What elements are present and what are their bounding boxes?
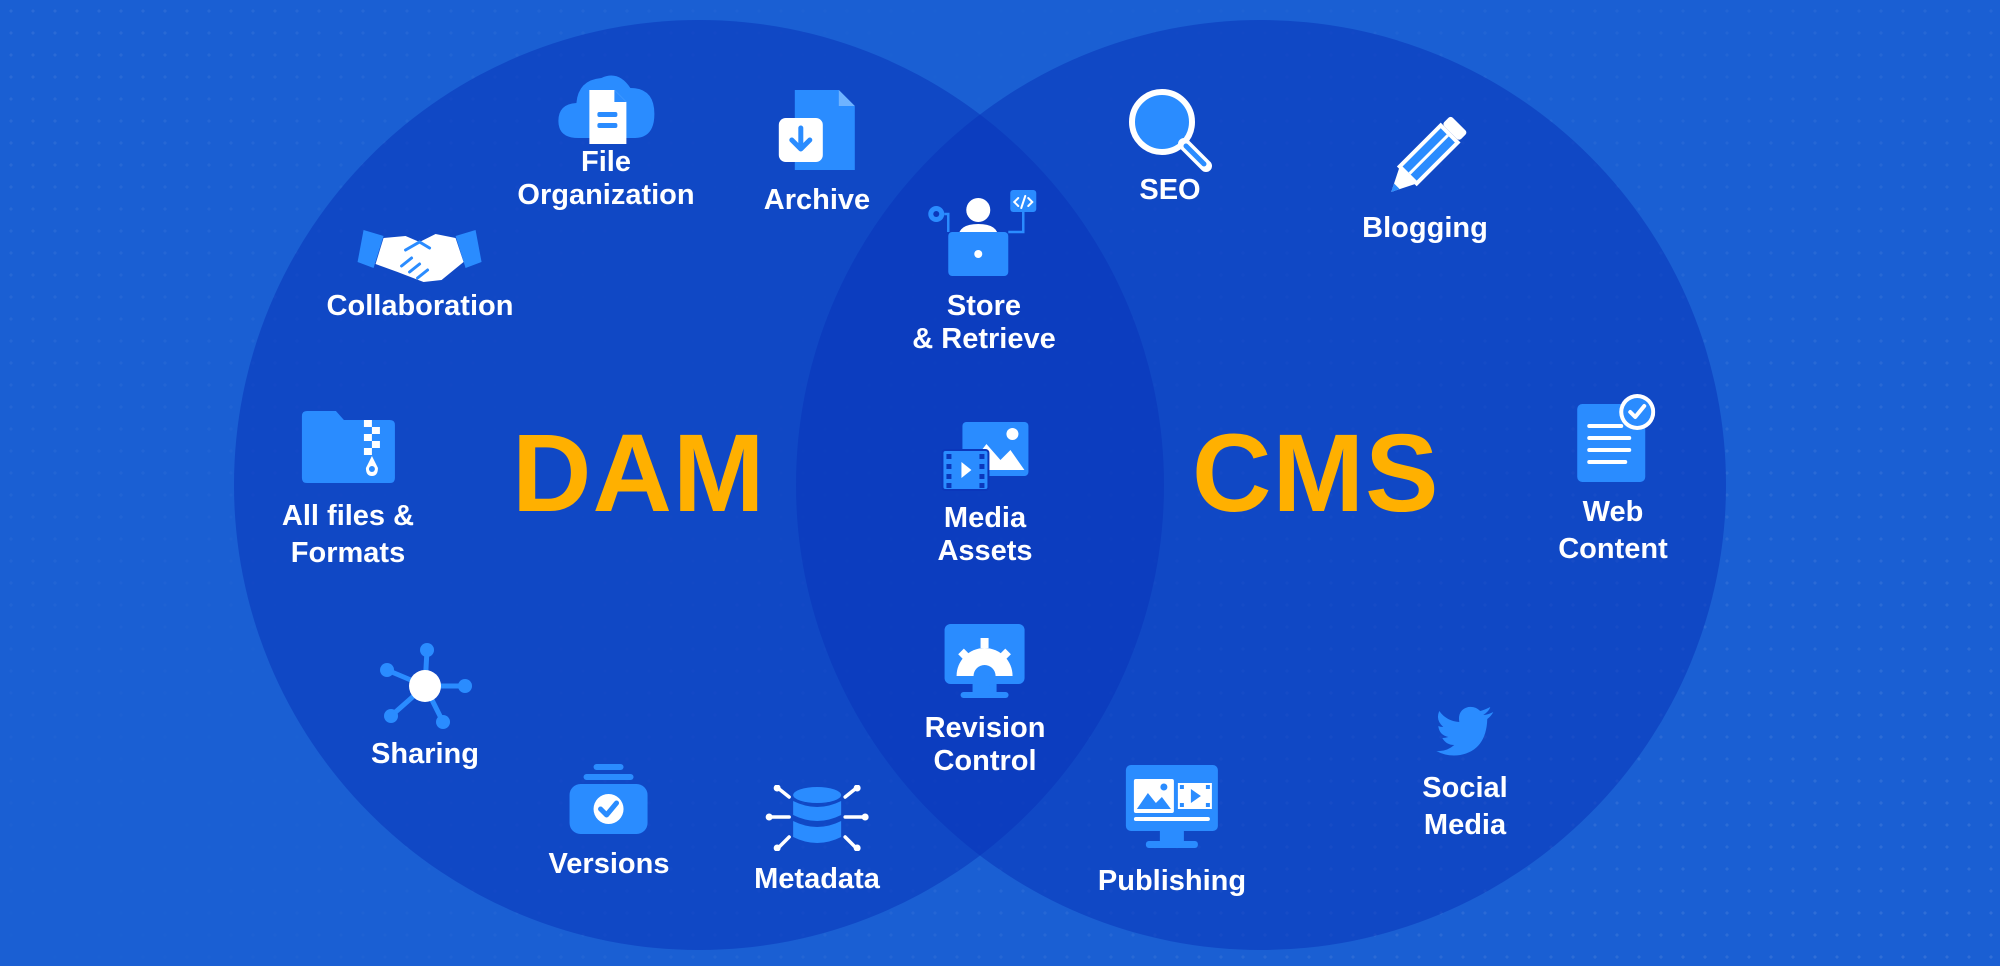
dam-item-metadata: Metadata bbox=[754, 785, 880, 896]
shared-item-store-retrieve: Store & Retrieve bbox=[912, 184, 1056, 356]
cms-item-publishing: Publishing bbox=[1098, 763, 1246, 898]
all-files-label: All files & Formats bbox=[281, 500, 415, 569]
dam-item-collaboration: Collaboration bbox=[326, 222, 514, 323]
cms-item-social-media: Social Media bbox=[1422, 706, 1508, 844]
magnifier-icon bbox=[1129, 89, 1212, 172]
archive-download-icon bbox=[778, 90, 855, 170]
document-check-icon bbox=[1577, 394, 1655, 482]
database-icon bbox=[765, 785, 869, 851]
cms-item-blogging: Blogging bbox=[1362, 116, 1488, 245]
pencil-icon bbox=[1391, 116, 1467, 192]
shared-item-revision-control: Revision Control bbox=[924, 622, 1046, 778]
store-retrieve-label: Store & Retrieve bbox=[912, 290, 1056, 355]
handshake-icon bbox=[357, 230, 482, 282]
user-laptop-icon bbox=[928, 190, 1036, 276]
seo-label: SEO bbox=[1139, 174, 1201, 206]
dam-item-versions: Versions bbox=[548, 762, 670, 881]
dam-item-archive: Archive bbox=[764, 88, 870, 217]
sharing-label: Sharing bbox=[371, 738, 479, 770]
zip-folder-icon bbox=[302, 411, 395, 483]
media-gallery-icon bbox=[941, 422, 1028, 491]
monitor-media-icon bbox=[1126, 765, 1218, 848]
share-network-icon bbox=[380, 643, 472, 729]
dam-item-file-organization: File Organization bbox=[517, 66, 695, 212]
versions-check-icon bbox=[570, 764, 648, 834]
blogging-label: Blogging bbox=[1362, 212, 1488, 244]
media-assets-label: Media Assets bbox=[937, 502, 1033, 567]
metadata-label: Metadata bbox=[754, 863, 880, 895]
cms-item-seo: SEO bbox=[1128, 88, 1212, 207]
web-content-label: Web Content bbox=[1558, 496, 1668, 565]
monitor-gear-icon bbox=[945, 624, 1025, 698]
cms-title: CMS bbox=[1192, 412, 1440, 535]
cms-item-web-content: Web Content bbox=[1558, 392, 1668, 568]
twitter-bird-icon bbox=[1436, 706, 1493, 756]
dam-title: DAM bbox=[512, 412, 766, 535]
social-media-label: Social Media bbox=[1422, 772, 1508, 841]
dam-item-sharing: Sharing bbox=[371, 640, 479, 771]
revision-control-label: Revision Control bbox=[924, 712, 1046, 777]
shared-item-media-assets: Media Assets bbox=[937, 420, 1033, 568]
cloud-document-icon bbox=[557, 75, 654, 144]
dam-item-all-files: All files & Formats bbox=[282, 410, 414, 572]
archive-label: Archive bbox=[763, 184, 871, 216]
versions-label: Versions bbox=[548, 848, 670, 880]
file-organization-label: File Organization bbox=[517, 146, 695, 211]
publishing-label: Publishing bbox=[1097, 865, 1247, 897]
collaboration-label: Collaboration bbox=[326, 290, 514, 322]
